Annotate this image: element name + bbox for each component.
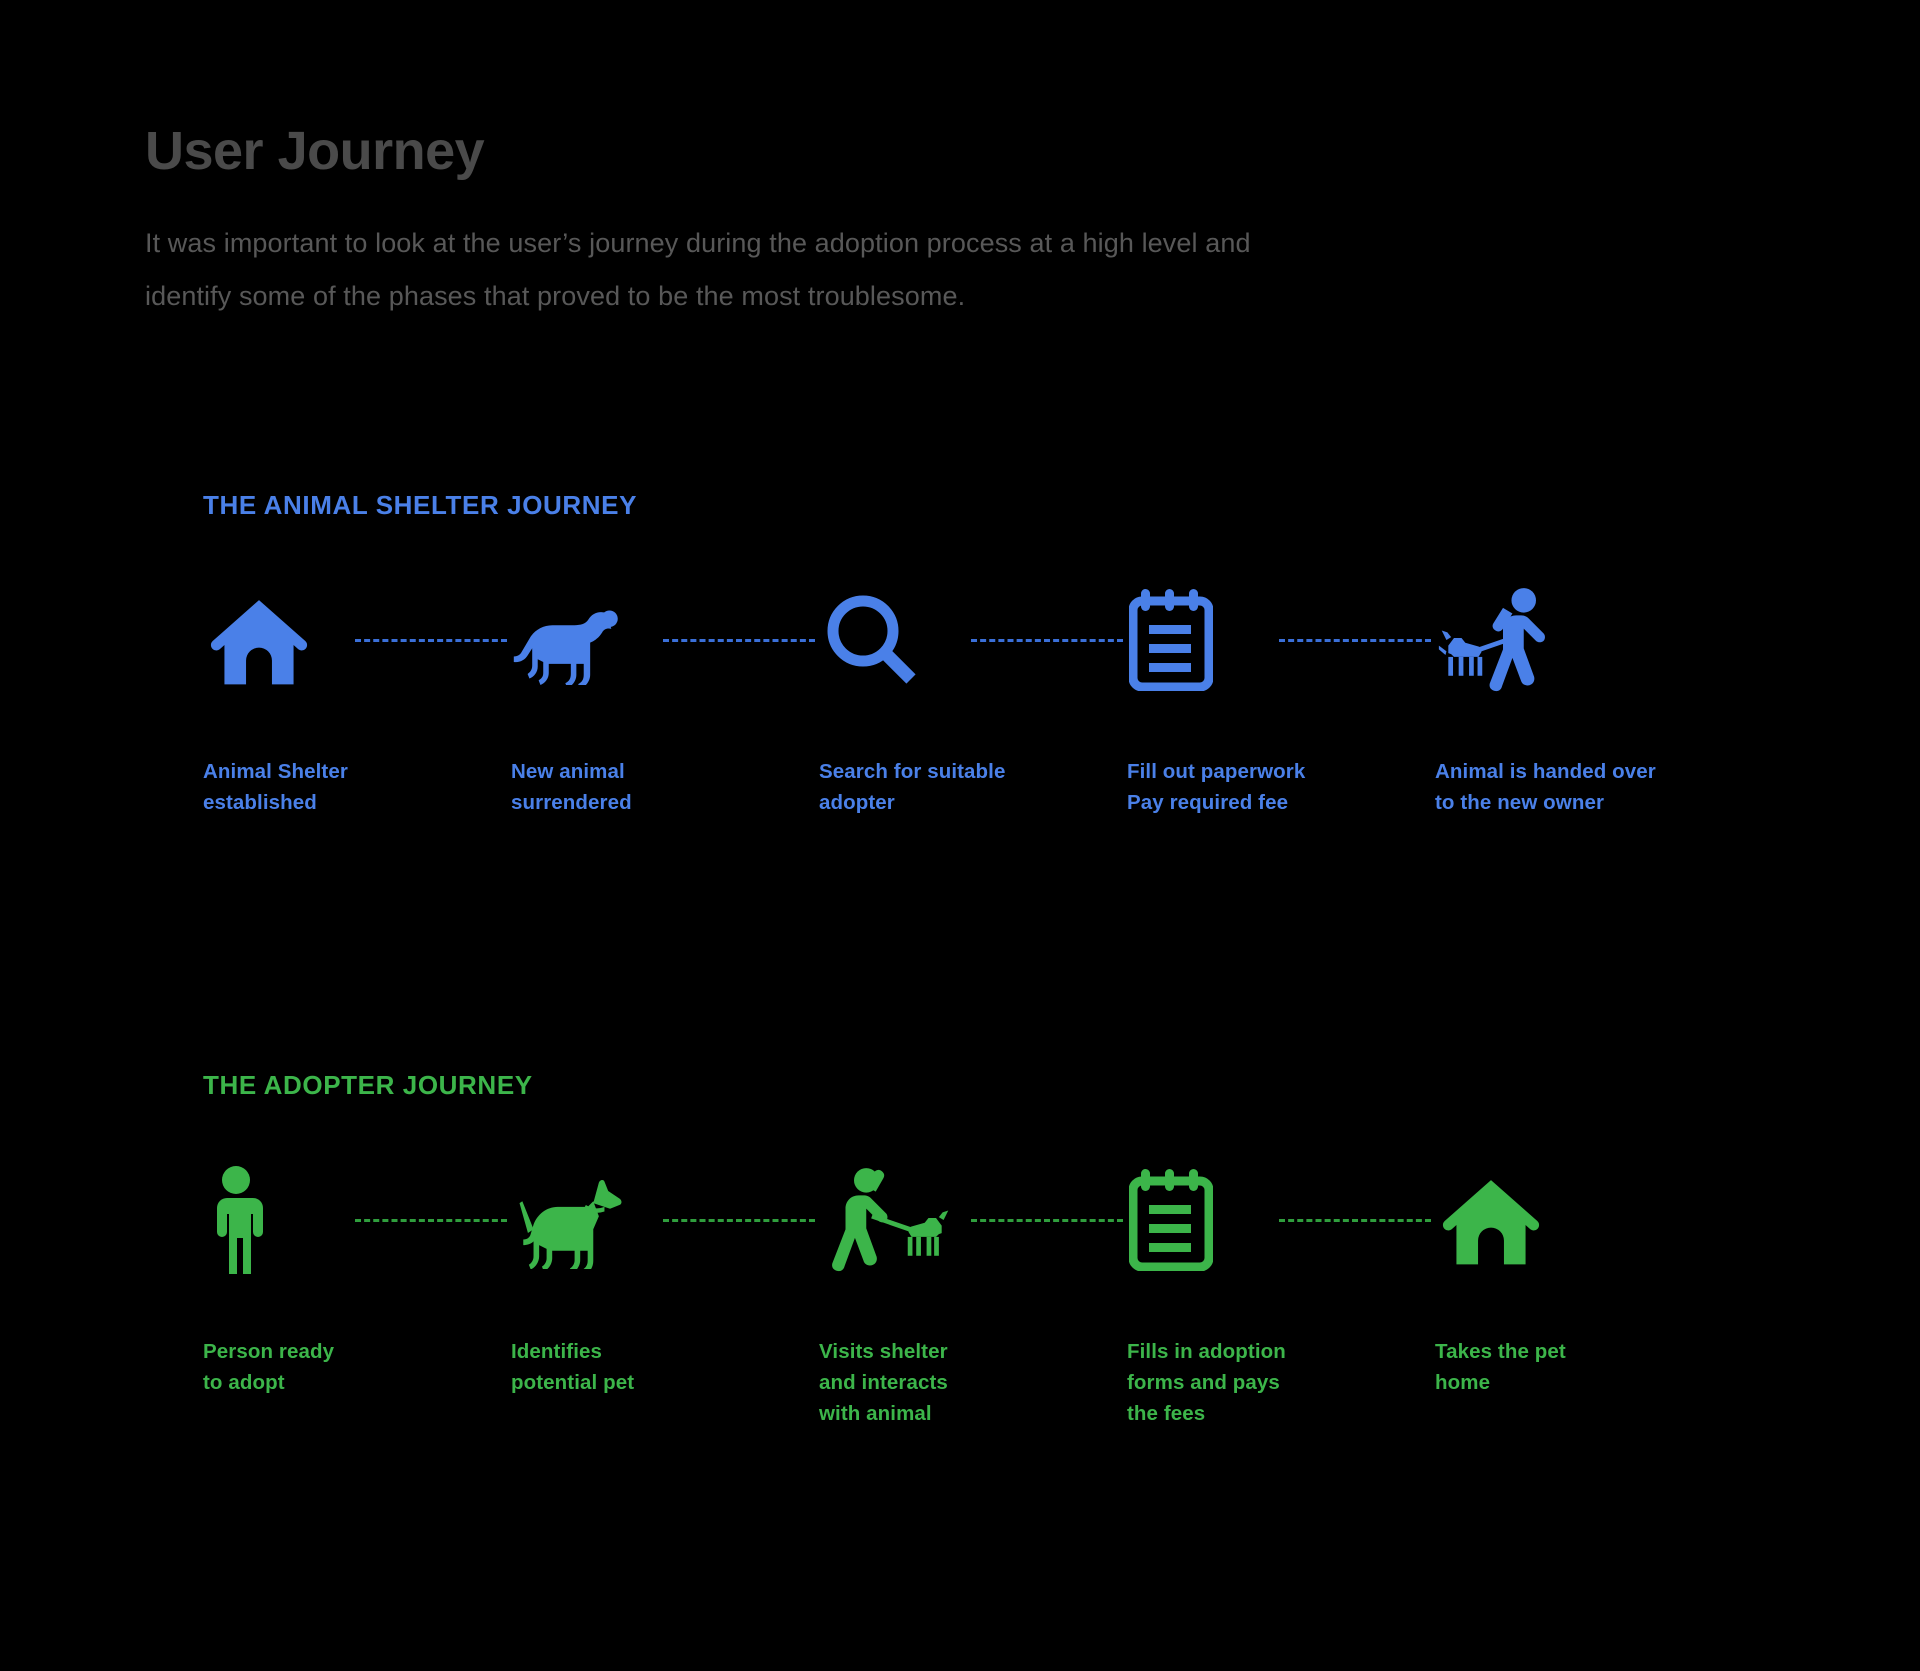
journey-steps-green: Person ready to adopt Identifies potenti… <box>203 1154 1763 1429</box>
page-subtitle: It was important to look at the user’s j… <box>145 228 1251 312</box>
journey-step[interactable]: Visits shelter and interacts with animal <box>819 1154 1127 1429</box>
step-connector <box>355 1219 507 1222</box>
person-standing-icon <box>217 1166 263 1274</box>
step-icon-wrapper <box>203 574 511 704</box>
step-label: New animal surrendered <box>511 760 632 815</box>
journey-step[interactable]: Fills in adoption forms and pays the fee… <box>1127 1154 1435 1429</box>
journey-step[interactable]: Animal Shelter established <box>203 574 511 818</box>
step-label: Identifies potential pet <box>511 1340 635 1395</box>
step-icon-wrapper <box>819 574 1127 704</box>
step-label: Visits shelter and interacts with animal <box>819 1340 948 1426</box>
step-label: Animal is handed over to the new owner <box>1435 760 1656 815</box>
section-heading-adopter: THE ADOPTER JOURNEY <box>203 1070 533 1100</box>
notepad-icon <box>1129 589 1213 691</box>
step-connector <box>355 639 507 642</box>
step-label: Search for suitable adopter <box>819 760 1006 815</box>
step-icon-wrapper <box>1127 1154 1435 1284</box>
journey-step[interactable]: Takes the pet home <box>1435 1154 1743 1398</box>
step-connector <box>663 1219 815 1222</box>
step-connector <box>971 639 1123 642</box>
step-icon-wrapper <box>203 1154 511 1284</box>
step-label: Fill out paperwork Pay required fee <box>1127 760 1306 815</box>
section-heading-animal-shelter: THE ANIMAL SHELTER JOURNEY <box>203 490 638 520</box>
page-title: User Journey <box>145 121 485 181</box>
step-connector <box>1279 1219 1431 1222</box>
journey-step[interactable]: Animal is handed over to the new owner <box>1435 574 1743 818</box>
journey-step[interactable]: Person ready to adopt <box>203 1154 511 1398</box>
step-connector <box>1279 639 1431 642</box>
step-icon-wrapper <box>1435 1154 1743 1284</box>
magnifying-glass-icon <box>827 595 916 684</box>
dog-house-icon <box>210 600 308 685</box>
step-icon-wrapper <box>1127 574 1435 704</box>
step-label: Person ready to adopt <box>203 1340 335 1395</box>
journey-step[interactable]: Search for suitable adopter <box>819 574 1127 818</box>
notepad-icon <box>1129 1169 1213 1271</box>
journey-step[interactable]: Identifies potential pet <box>511 1154 819 1398</box>
step-icon-wrapper <box>511 574 819 704</box>
journey-step[interactable]: Fill out paperwork Pay required fee <box>1127 574 1435 818</box>
person-walking-dog-icon <box>1438 588 1545 692</box>
dog-house-icon <box>1442 1180 1540 1265</box>
step-label: Fills in adoption forms and pays the fee… <box>1127 1340 1286 1426</box>
step-connector <box>971 1219 1123 1222</box>
page-header: User Journey It was important to look at… <box>145 121 1645 323</box>
step-icon-wrapper <box>511 1154 819 1284</box>
step-label: Takes the pet home <box>1435 1340 1566 1395</box>
person-walking-dog-icon <box>832 1168 949 1272</box>
step-label: Animal Shelter established <box>203 760 348 815</box>
dog-standing-icon <box>513 610 618 685</box>
dog-side-icon <box>519 1179 622 1269</box>
journey-steps-blue: Animal Shelter established New animal su… <box>203 574 1763 818</box>
step-icon-wrapper <box>1435 574 1743 704</box>
step-icon-wrapper <box>819 1154 1127 1284</box>
journey-step[interactable]: New animal surrendered <box>511 574 819 818</box>
step-connector <box>663 639 815 642</box>
